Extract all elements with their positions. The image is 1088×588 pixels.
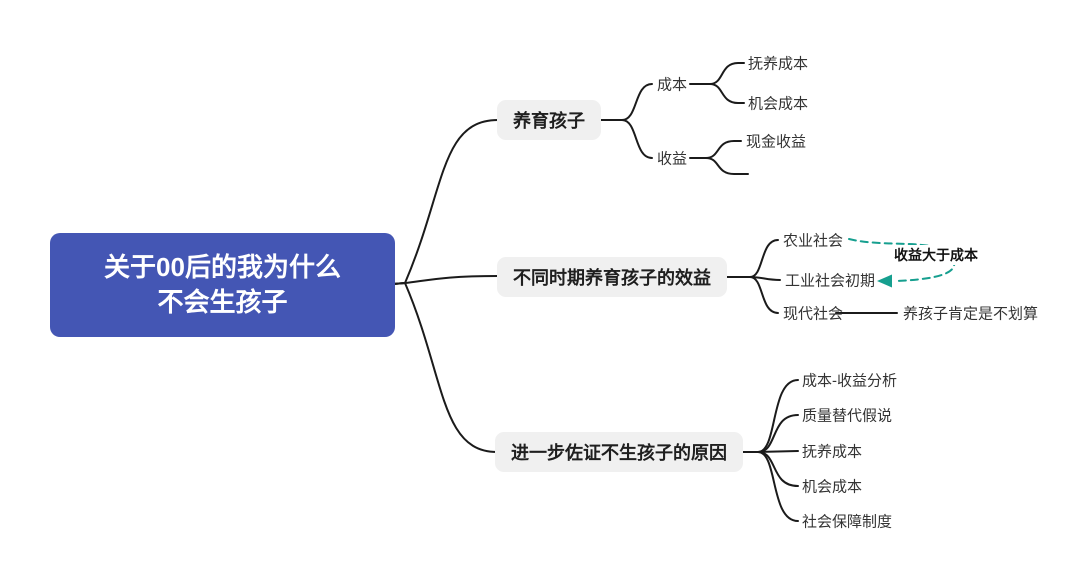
- edge-branch3-to-cost-benefit-analysis: [757, 379, 799, 453]
- relationship-arrowhead: [877, 274, 892, 288]
- node-raising-kids-not-worth-it[interactable]: 养孩子肯定是不划算: [903, 305, 1039, 323]
- node-cost-benefit-analysis[interactable]: 成本-收益分析: [802, 372, 897, 390]
- node-cash-benefit[interactable]: 现金收益: [746, 133, 807, 151]
- edge-root-to-branch-3: [392, 282, 498, 453]
- node-cost[interactable]: 成本: [657, 76, 688, 94]
- node-benefit[interactable]: 收益: [657, 150, 688, 168]
- node-quality-substitution-hypothesis[interactable]: 质量替代假说: [802, 407, 893, 425]
- edge-cost-to-raising-cost: [709, 62, 745, 85]
- node-raising-cost[interactable]: 抚养成本: [748, 55, 809, 73]
- root-topic[interactable]: 关于00后的我为什么不会生孩子: [50, 233, 395, 337]
- edge-root-to-branch-2: [392, 275, 499, 285]
- edge-benefit-to-empty-child: [705, 157, 749, 175]
- edge-branch2-to-agricultural: [749, 239, 779, 278]
- edge-branch3-to-opportunity-cost: [757, 451, 799, 487]
- node-opportunity-cost[interactable]: 机会成本: [748, 95, 809, 113]
- relationship-label-benefit-greater-than-cost[interactable]: 收益大于成本: [891, 245, 981, 265]
- node-social-security-system[interactable]: 社会保障制度: [802, 513, 893, 531]
- edge-branch1-to-benefit: [621, 119, 653, 159]
- edge-branch3-to-child-rearing-cost: [757, 450, 799, 453]
- edge-root-to-branch-1: [392, 119, 499, 285]
- edge-branch2-to-modern: [749, 276, 779, 314]
- branch-topic-further-evidence[interactable]: 进一步佐证不生孩子的原因: [495, 432, 743, 472]
- edge-branch3-to-social-security: [757, 451, 799, 522]
- node-early-industrial-society[interactable]: 工业社会初期: [785, 272, 876, 290]
- node-child-rearing-cost[interactable]: 抚养成本: [802, 443, 863, 461]
- branch-topic-raising-children[interactable]: 养育孩子: [497, 100, 601, 140]
- edge-benefit-to-cash-benefit: [705, 140, 742, 159]
- edge-branch1-to-cost: [621, 83, 653, 121]
- edge-branch3-to-quality-substitution: [757, 414, 799, 453]
- node-opportunity-cost-2[interactable]: 机会成本: [802, 478, 863, 496]
- edge-cost-to-opportunity-cost: [709, 83, 745, 104]
- node-modern-society[interactable]: 现代社会: [783, 305, 844, 323]
- node-agricultural-society[interactable]: 农业社会: [783, 232, 844, 250]
- branch-topic-benefit-by-period[interactable]: 不同时期养育孩子的效益: [497, 257, 727, 297]
